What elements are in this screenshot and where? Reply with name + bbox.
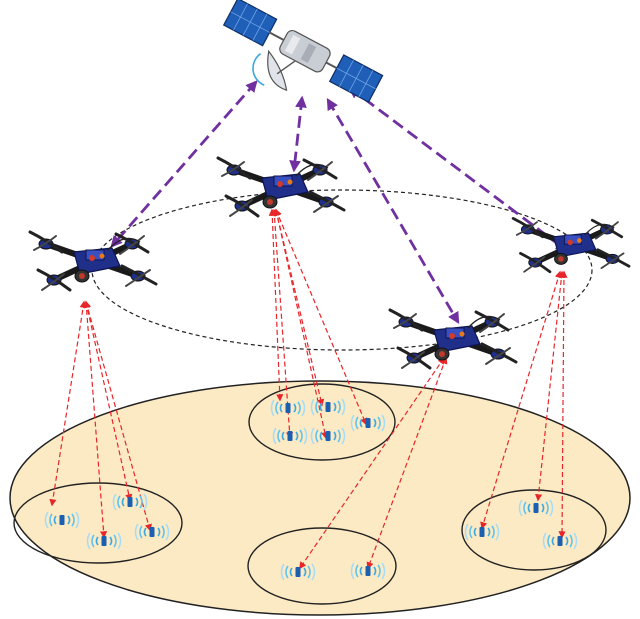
quadcopter-drone-icon [390,310,516,368]
quadcopter-drone-icon [218,158,344,216]
quadcopter-drone-icon [30,232,156,290]
ground-area [9,380,631,616]
satellite-icon [222,0,384,103]
uav-ground-links [49,208,568,570]
satellite-uav-links [110,80,568,325]
quadcopter-drone-icon [513,218,629,271]
